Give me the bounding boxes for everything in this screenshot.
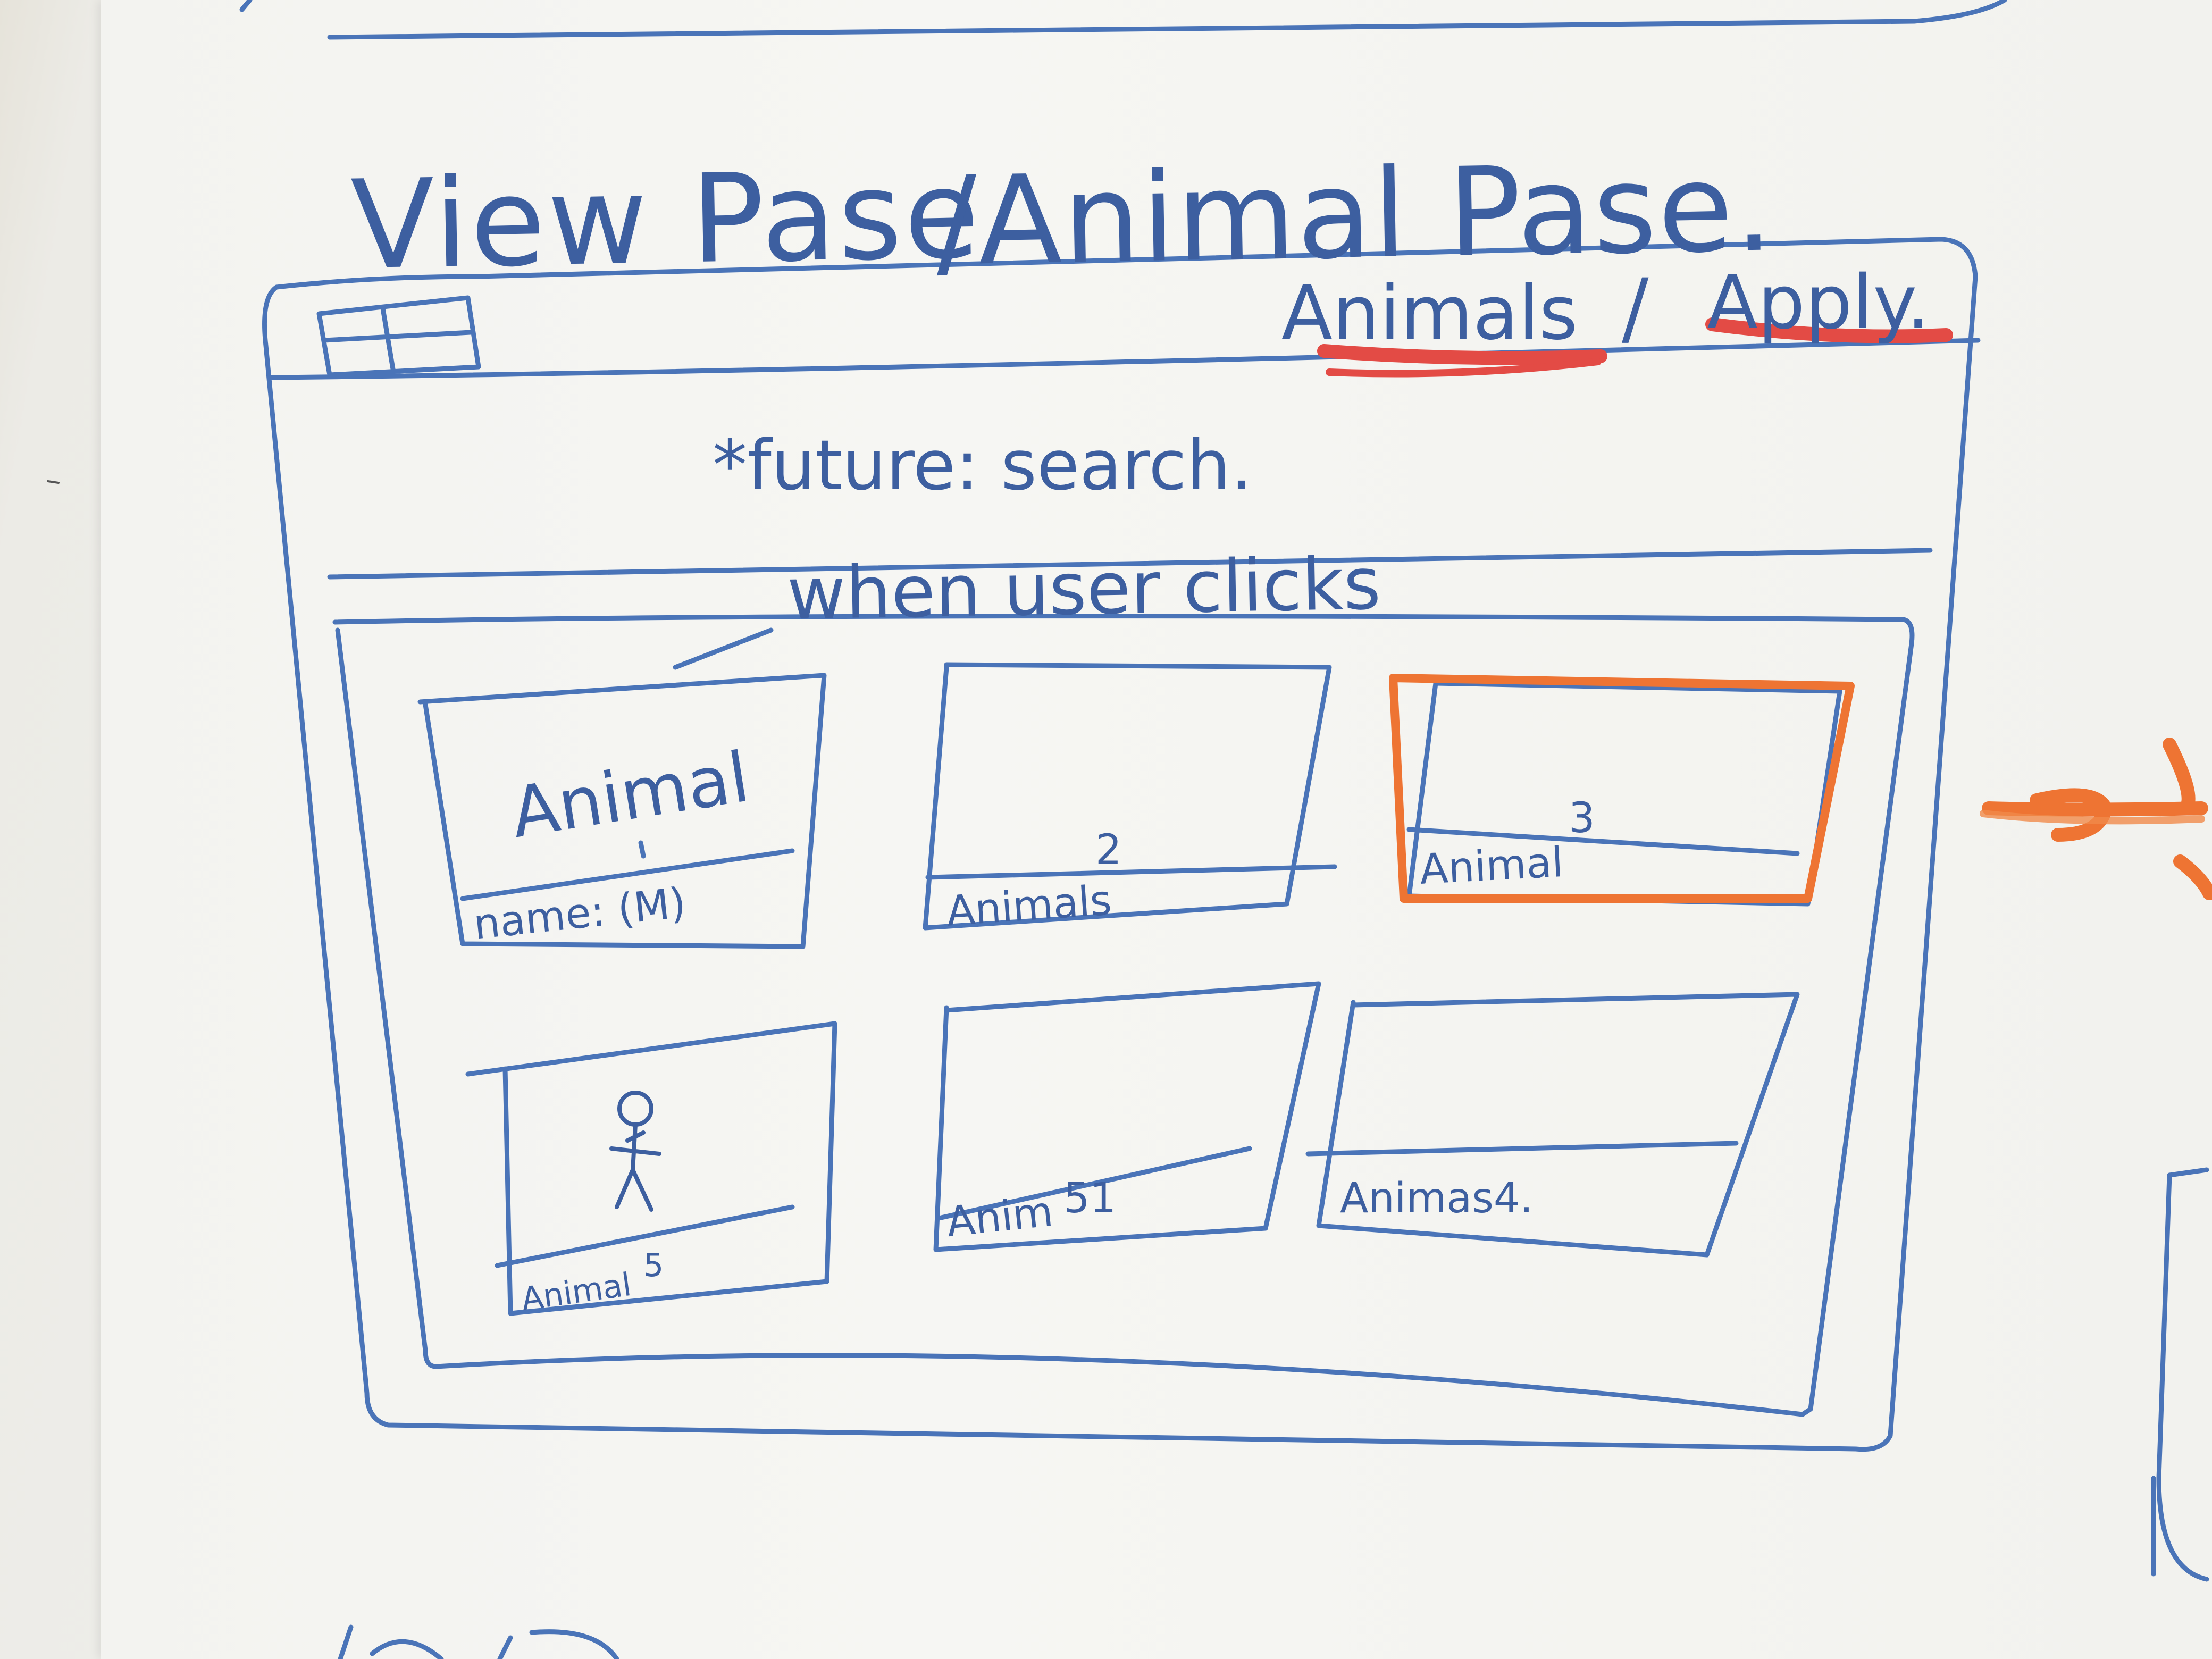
card-2-label[interactable]: Animals xyxy=(945,876,1113,936)
card-4-outline xyxy=(465,1021,837,1316)
animals-underline xyxy=(1317,344,1607,365)
hamburger-menu-icon xyxy=(316,295,481,378)
page-title-animal: /Animal Pase. xyxy=(934,137,1775,294)
card-5-number: 51 xyxy=(1063,1175,1117,1222)
stick-figure-icon xyxy=(609,1091,661,1212)
card-2-outline xyxy=(923,662,1337,931)
content-panel xyxy=(332,614,1915,1417)
next-page-arrow xyxy=(1982,738,2212,900)
page-title-view: View Pase xyxy=(349,144,983,297)
card-4-number: 5 xyxy=(643,1247,664,1284)
card-3-outline xyxy=(1406,681,1842,907)
bottom-remnant xyxy=(338,1624,619,1659)
card-1-outline xyxy=(417,673,827,949)
card-5-label[interactable]: Anim xyxy=(944,1187,1055,1247)
click-pointer xyxy=(673,627,774,670)
card-3-label[interactable]: Animal xyxy=(1418,838,1565,894)
right-edge-remnant xyxy=(2151,1167,2209,1582)
header-divider xyxy=(269,338,1981,380)
search-placeholder-note: *future: search. xyxy=(713,425,1253,506)
top-line-remnant xyxy=(327,0,2007,40)
selected-card-highlight xyxy=(1389,674,1855,903)
apply-underline xyxy=(1705,317,1953,343)
nav-link-animals[interactable]: Animals xyxy=(1281,270,1578,357)
card-6-outline xyxy=(1305,992,1800,1258)
card-2-number: 2 xyxy=(1095,826,1122,874)
click-annotation: when user clicks xyxy=(786,542,1382,636)
card-5-outline xyxy=(933,981,1321,1252)
browser-frame xyxy=(262,237,1978,1452)
search-divider xyxy=(327,548,1933,580)
nav-separator: / xyxy=(1622,262,1649,355)
nav-link-apply[interactable]: Apply. xyxy=(1707,259,1930,346)
card-3-number: 3 xyxy=(1569,794,1595,842)
top-tick-remnant xyxy=(239,0,253,12)
card-6-label[interactable]: Animas4. xyxy=(1340,1175,1534,1222)
